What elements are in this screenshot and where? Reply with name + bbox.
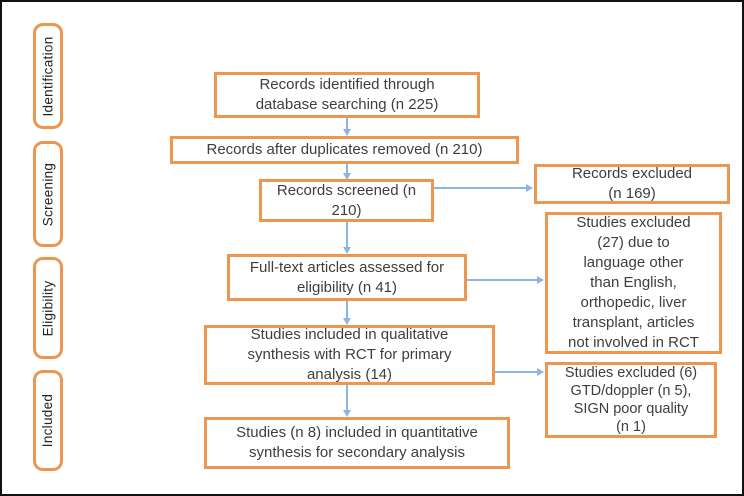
stage-label-screening: Screening <box>33 141 63 247</box>
flow-box-duplicates-removed: Records after duplicates removed (n 210) <box>170 136 519 164</box>
arrow-right-icon-3 <box>495 368 544 376</box>
arrow-down-icon-3 <box>343 222 351 254</box>
arrow-right-icon-2 <box>467 276 544 284</box>
arrow-down-icon-4 <box>343 301 351 325</box>
stage-label-identification: Identification <box>33 23 63 129</box>
excluded-box-studies-6: Studies excluded (6)GTD/doppler (n 5),SI… <box>545 362 717 438</box>
stage-label-included: Included <box>33 370 63 471</box>
arrow-down-icon-1 <box>343 118 351 136</box>
arrow-down-icon-5 <box>343 385 351 417</box>
stage-label-included-text: Included <box>40 393 56 448</box>
arrow-down-icon-2 <box>343 164 351 180</box>
arrow-right-icon-1 <box>434 184 533 192</box>
stage-label-eligibility: Eligibility <box>33 257 63 359</box>
stage-label-eligibility-text: Eligibility <box>40 280 56 336</box>
excluded-box-records: Records excluded(n 169) <box>534 164 730 204</box>
stage-label-screening-text: Screening <box>40 162 56 226</box>
stage-label-identification-text: Identification <box>40 36 56 116</box>
